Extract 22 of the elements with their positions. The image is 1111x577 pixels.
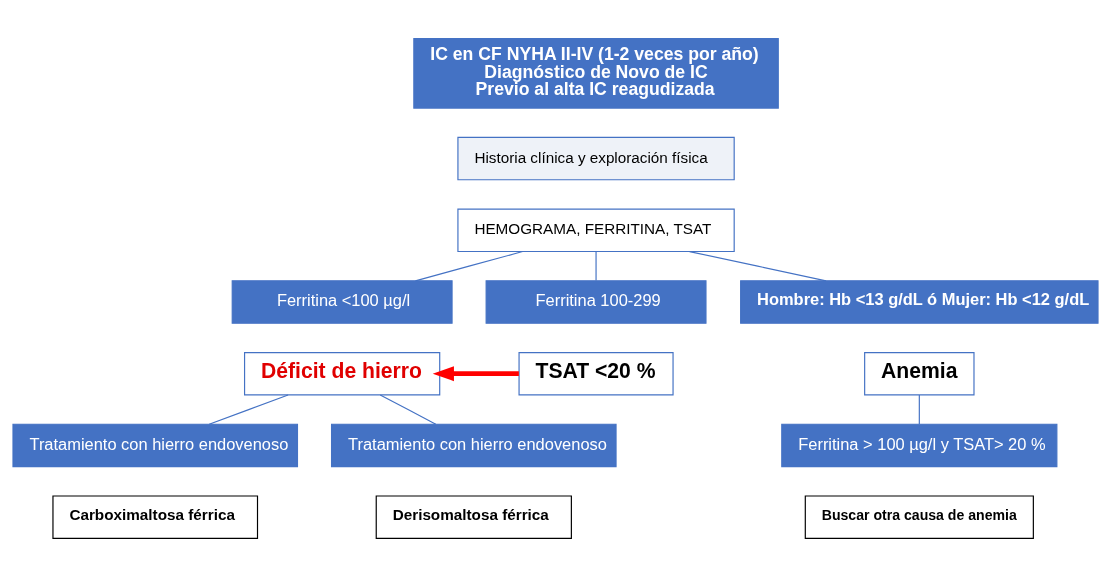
- node-box: IC en CF NYHA II-IV (1-2 veces por año) Diagnóstico de Novo de IC Previo al alta IC reagudizada: [413, 38, 779, 109]
- node-box: Ferritina 100-299: [485, 280, 707, 324]
- connector: [595, 250, 597, 282]
- node-box: Ferritina > 100 µg/l y TSAT> 20 %: [781, 423, 1058, 468]
- node-box: HEMOGRAMA, FERRITINA, TSAT: [457, 208, 735, 253]
- node-box: Buscar otra causa de anemia: [804, 495, 1034, 539]
- node-box: Carboximaltosa férrica: [52, 495, 259, 539]
- node-box: TSAT <20 %: [518, 352, 674, 396]
- connector: [688, 250, 827, 282]
- node-box: Tratamiento con hierro endovenoso: [330, 423, 617, 468]
- connector: [918, 394, 920, 425]
- connector: [414, 250, 524, 282]
- node-box: Ferritina <100 µg/l: [231, 280, 453, 324]
- node-box: Hombre: Hb <13 g/dL ó Mujer: Hb <12 g/dL: [740, 280, 1099, 324]
- connector: [379, 394, 437, 425]
- arrow: [432, 366, 519, 382]
- node-box: Historia clínica y exploración física: [457, 136, 735, 181]
- node-box: Déficit de hierro: [244, 352, 441, 396]
- node-box: Anemia: [864, 352, 975, 396]
- node-box: Derisomaltosa férrica: [375, 495, 572, 539]
- node-box: Tratamiento con hierro endovenoso: [12, 423, 299, 468]
- connector: [208, 394, 289, 425]
